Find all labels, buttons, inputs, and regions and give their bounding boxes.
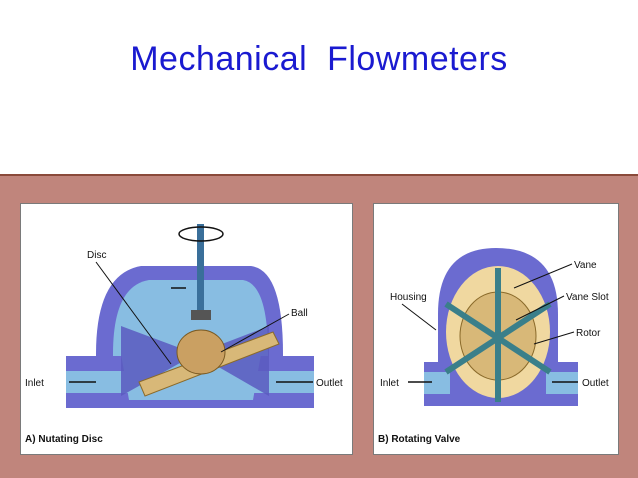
vane-slot-leader (515, 295, 565, 321)
chamber-wall-left (121, 326, 196, 396)
nutating-disc-panel: Disc Ball Inlet Outlet A) Nutating Disc (20, 203, 353, 455)
valve-pipe-inlet (424, 372, 450, 394)
stem (197, 224, 204, 312)
valve-vanes (444, 268, 552, 402)
stem-pin (191, 310, 211, 320)
vane-leader (513, 263, 573, 289)
outlet-label-a: Outlet (316, 378, 343, 389)
nutating-disc-diagram: Disc Ball Inlet Outlet A) Nutating Disc (25, 224, 343, 445)
slide-title: Mechanical Flowmeters (130, 40, 508, 78)
disc-leader (95, 261, 172, 365)
inlet-label-a: Inlet (25, 378, 44, 389)
rotating-valve-diagram: Vane Housing Vane Slot Rotor Inlet Outle… (378, 248, 609, 445)
housing-leader (401, 303, 437, 331)
outlet-label-b: Outlet (582, 378, 609, 389)
vane-label: Vane (574, 260, 597, 271)
caption-b: B) Rotating Valve (378, 434, 461, 445)
inlet-label-b: Inlet (380, 378, 399, 389)
housing-label: Housing (390, 292, 427, 303)
caption-a: A) Nutating Disc (25, 434, 103, 445)
band-top-border (0, 174, 638, 176)
rotating-valve-panel: Vane Housing Vane Slot Rotor Inlet Outle… (373, 203, 619, 455)
rotor-label: Rotor (576, 328, 601, 339)
ball (176, 329, 226, 375)
rotation-arrow (178, 226, 224, 242)
ball-label: Ball (291, 308, 308, 319)
rotor-leader (533, 331, 575, 345)
disc-label: Disc (87, 250, 106, 261)
vane-slot-label: Vane Slot (566, 292, 609, 303)
vane-diag-2 (444, 301, 552, 375)
ball-leader (220, 313, 290, 353)
valve-pipe-outlet (546, 372, 578, 394)
